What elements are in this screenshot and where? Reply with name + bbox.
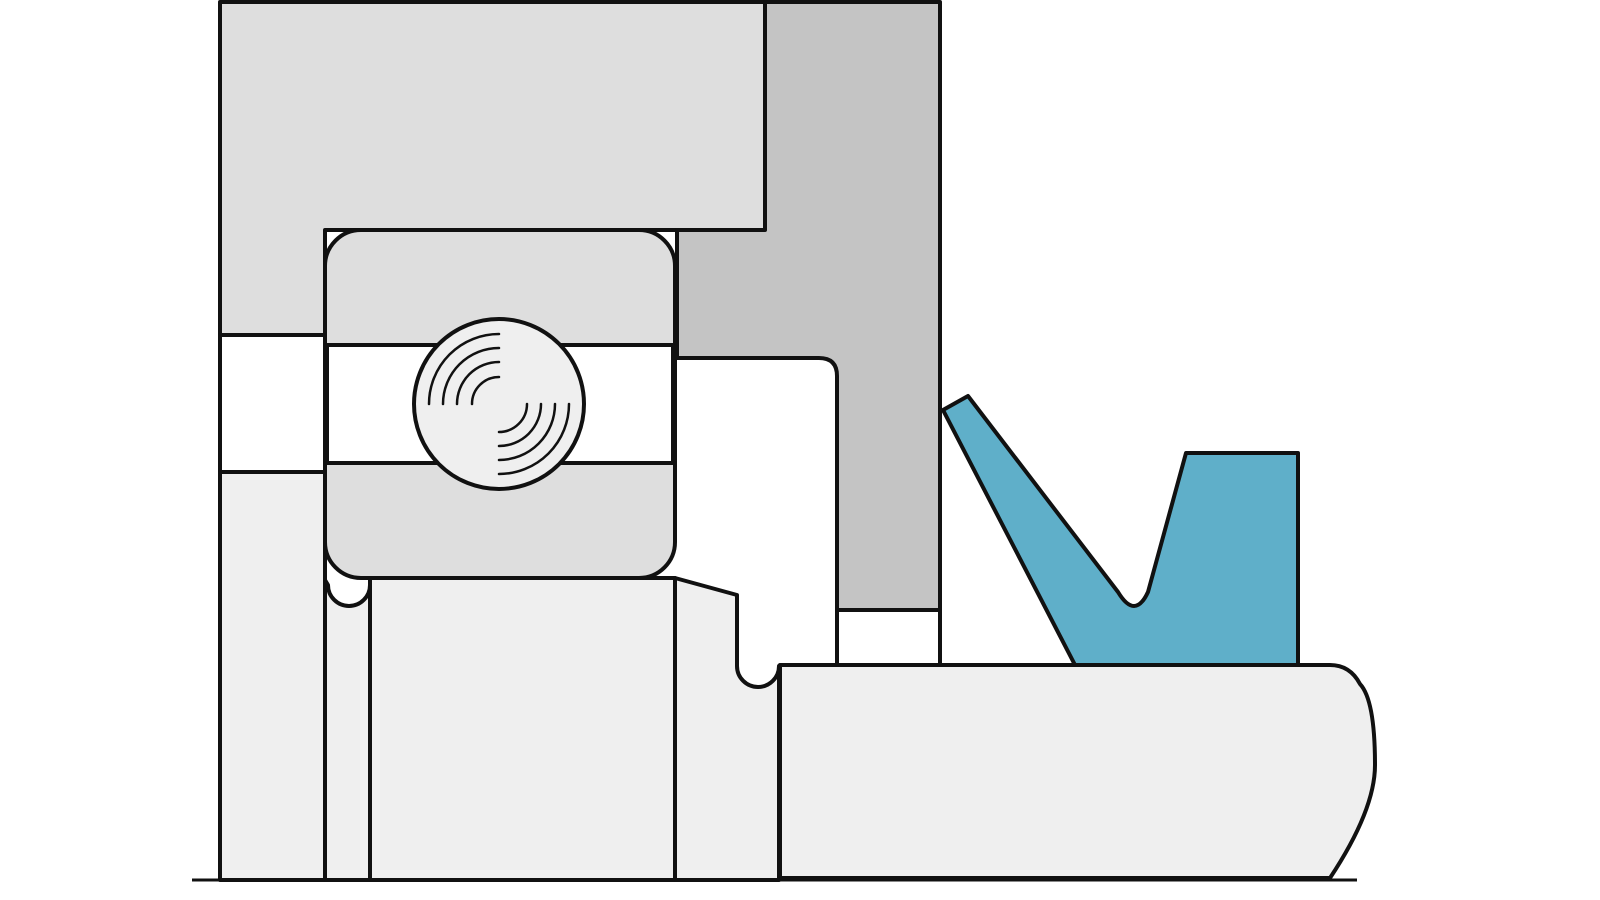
lip-seal — [941, 394, 1300, 667]
shaft-right — [778, 663, 1377, 880]
cover-gap — [835, 608, 942, 667]
shaft-shoulder — [673, 576, 781, 882]
sleeve — [368, 576, 677, 882]
spacer-left — [323, 578, 372, 882]
ball-hatching — [427, 332, 571, 476]
housing-gap — [218, 333, 327, 474]
shaft-left — [218, 470, 327, 882]
bearing-ball — [412, 317, 586, 491]
